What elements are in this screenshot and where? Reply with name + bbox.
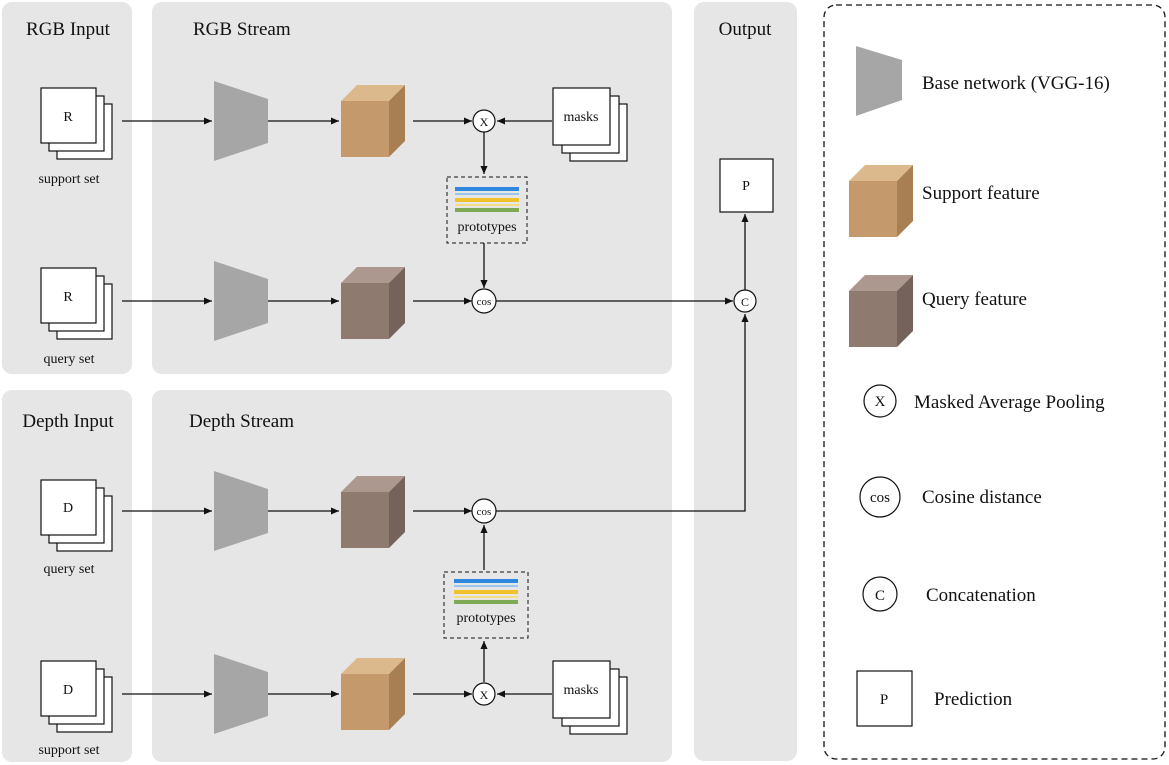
prediction-symbol: P xyxy=(742,179,750,194)
rgb-stream-title: RGB Stream xyxy=(193,19,291,40)
prediction-box xyxy=(719,158,774,213)
depth-masks-stack: masks xyxy=(552,660,628,735)
depth-input-title: Depth Input xyxy=(22,411,114,432)
depth-cosine-symbol: cos xyxy=(477,506,492,518)
rgb-prototypes-label: prototypes xyxy=(457,220,516,235)
rgb-support-feature-cube xyxy=(341,85,405,157)
rgb-query-stack: R xyxy=(40,267,113,340)
legend-masked-pooling-icon xyxy=(863,384,897,418)
legend-concat-symbol: C xyxy=(875,588,885,604)
rgb-input-title: RGB Input xyxy=(26,19,111,40)
depth-support-base-network xyxy=(214,654,268,734)
rgb-support-base-network xyxy=(214,81,268,161)
depth-query-base-network xyxy=(214,471,268,551)
legend-query-feature: Query feature xyxy=(922,289,1027,310)
rgb-support-stack: R xyxy=(40,87,113,160)
depth-support-stack: D xyxy=(40,660,113,733)
legend-box xyxy=(823,4,1166,760)
rgb-query-feature-cube xyxy=(341,267,405,339)
depth-query-letter: D xyxy=(63,501,73,516)
rgb-cosine-symbol: cos xyxy=(477,296,492,308)
legend-cosine-icon xyxy=(859,476,901,518)
depth-stream-title: Depth Stream xyxy=(189,411,294,432)
depth-support-caption: support set xyxy=(38,743,99,758)
rgb-query-letter: R xyxy=(63,290,73,305)
depth-prototypes-label: prototypes xyxy=(456,611,515,626)
legend-concat: Concatenation xyxy=(926,585,1036,606)
depth-query-stack: D xyxy=(40,479,113,552)
rgb-prototypes: prototypes xyxy=(446,176,528,244)
legend-masked-pooling: Masked Average Pooling xyxy=(914,392,1105,413)
depth-query-caption: query set xyxy=(44,562,95,577)
rgb-masks-stack: masks xyxy=(552,87,628,162)
legend-support-feature: Support feature xyxy=(922,183,1040,204)
depth-masked-pooling-symbol: X xyxy=(480,688,489,702)
rgb-masked-pooling-symbol: X xyxy=(480,115,489,129)
depth-prototypes: prototypes xyxy=(443,571,529,639)
rgb-masks-label: masks xyxy=(564,110,599,125)
rgb-support-letter: R xyxy=(63,110,73,125)
legend-masked-pooling-symbol: X xyxy=(875,394,886,410)
legend-query-feature-icon xyxy=(849,275,913,347)
rgb-support-caption: support set xyxy=(38,172,99,187)
legend-prediction: Prediction xyxy=(934,689,1013,710)
depth-support-letter: D xyxy=(63,683,73,698)
concat-symbol: C xyxy=(741,295,749,309)
legend-concat-icon xyxy=(862,576,898,612)
depth-stream-panel xyxy=(152,390,672,762)
legend-base-network-icon xyxy=(856,46,902,116)
rgb-stream-panel xyxy=(152,2,672,374)
legend-support-feature-icon xyxy=(849,165,913,237)
depth-masked-pooling-op xyxy=(472,682,496,706)
rgb-query-caption: query set xyxy=(44,352,95,367)
output-title: Output xyxy=(719,19,773,40)
depth-support-feature-cube xyxy=(341,658,405,730)
legend-cosine-symbol: cos xyxy=(870,490,890,506)
legend-base-network: Base network (VGG-16) xyxy=(922,73,1110,94)
depth-masks-label: masks xyxy=(564,683,599,698)
legend-prediction-icon xyxy=(856,670,913,727)
rgb-query-base-network xyxy=(214,261,268,341)
legend-prediction-symbol: P xyxy=(880,692,888,708)
legend-cosine: Cosine distance xyxy=(922,487,1042,508)
depth-query-feature-cube xyxy=(341,476,405,548)
